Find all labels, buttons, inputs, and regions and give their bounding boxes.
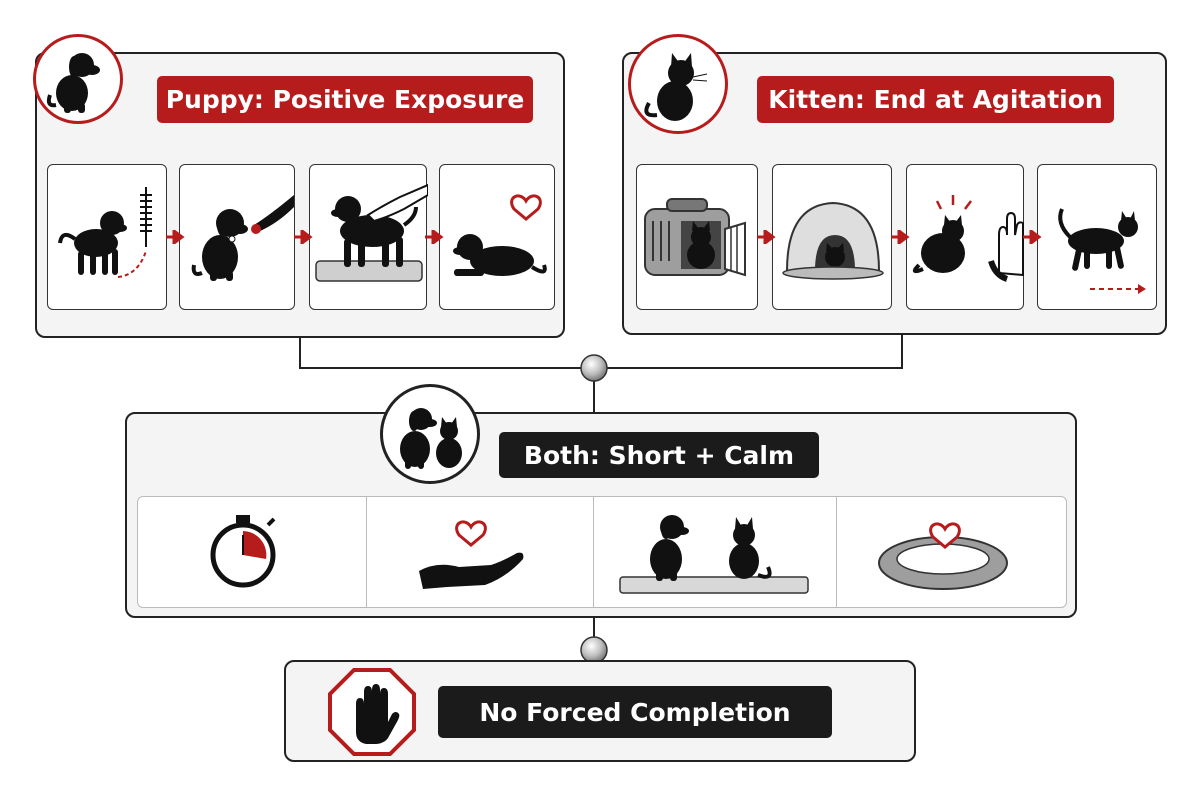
puppy-title: Puppy: Positive Exposure: [157, 76, 533, 123]
puppy-relaxed-icon: [453, 194, 547, 276]
arrow-icon: [294, 230, 313, 244]
kitten-walks-away-step: [1037, 164, 1157, 310]
puppy-panel: Puppy: Positive Exposure: [35, 52, 565, 338]
strip-divider: [836, 497, 837, 607]
carrier-icon: [644, 198, 746, 277]
puppy-brush-icon: [58, 187, 152, 278]
stop-hand-icon: [912, 195, 1024, 282]
grooming-brush-step: [47, 164, 167, 310]
both-panel: Both: Short + Calm: [125, 412, 1077, 618]
relaxed-puppy-step: [439, 164, 555, 310]
both-title: Both: Short + Calm: [499, 432, 819, 478]
gentle-care: [367, 497, 593, 607]
arrow-icon: [1023, 230, 1042, 244]
arrow-icon: [425, 230, 444, 244]
puppy-treat-icon: [191, 195, 294, 281]
kitten-title: Kitten: End at Agitation: [757, 76, 1114, 123]
rule-panel: No Forced Completion: [284, 660, 916, 762]
arrow-icon: [757, 230, 776, 244]
junction-knob-top: [580, 354, 608, 382]
kitten-walking-icon: [1058, 208, 1146, 294]
treat-offered-step: [179, 164, 295, 310]
hand-heart-icon: [419, 520, 524, 589]
comfort-bed: [837, 497, 1067, 607]
cat-bed-icon: [782, 201, 884, 280]
handling-on-mat-step: [309, 164, 428, 310]
strip-divider: [366, 497, 367, 607]
puppy-icon: [46, 53, 100, 113]
kitten-badge: [628, 34, 728, 134]
stopwatch-icon: [210, 515, 276, 588]
arrow-icon: [166, 230, 185, 244]
strip-divider: [593, 497, 594, 607]
both-badge: [380, 384, 480, 484]
stop-sign-hand-icon: [328, 668, 416, 756]
puppy-petting-icon: [315, 183, 428, 282]
agitation-stop-step: [906, 164, 1024, 310]
both-principles-strip: [137, 496, 1067, 608]
bed-heart-icon: [878, 522, 1008, 590]
pets-on-mat-icon: [619, 515, 809, 594]
puppy-and-kitten-icon: [400, 408, 462, 469]
short-session-timer: [138, 497, 366, 607]
calm-together: [594, 497, 836, 607]
kitten-panel: Kitten: End at Agitation: [622, 52, 1167, 335]
rule-title: No Forced Completion: [438, 686, 832, 738]
kitten-icon: [644, 53, 708, 121]
arrow-icon: [891, 230, 910, 244]
hideout-step: [772, 164, 892, 310]
carrier-step: [636, 164, 758, 310]
puppy-badge: [33, 34, 123, 124]
